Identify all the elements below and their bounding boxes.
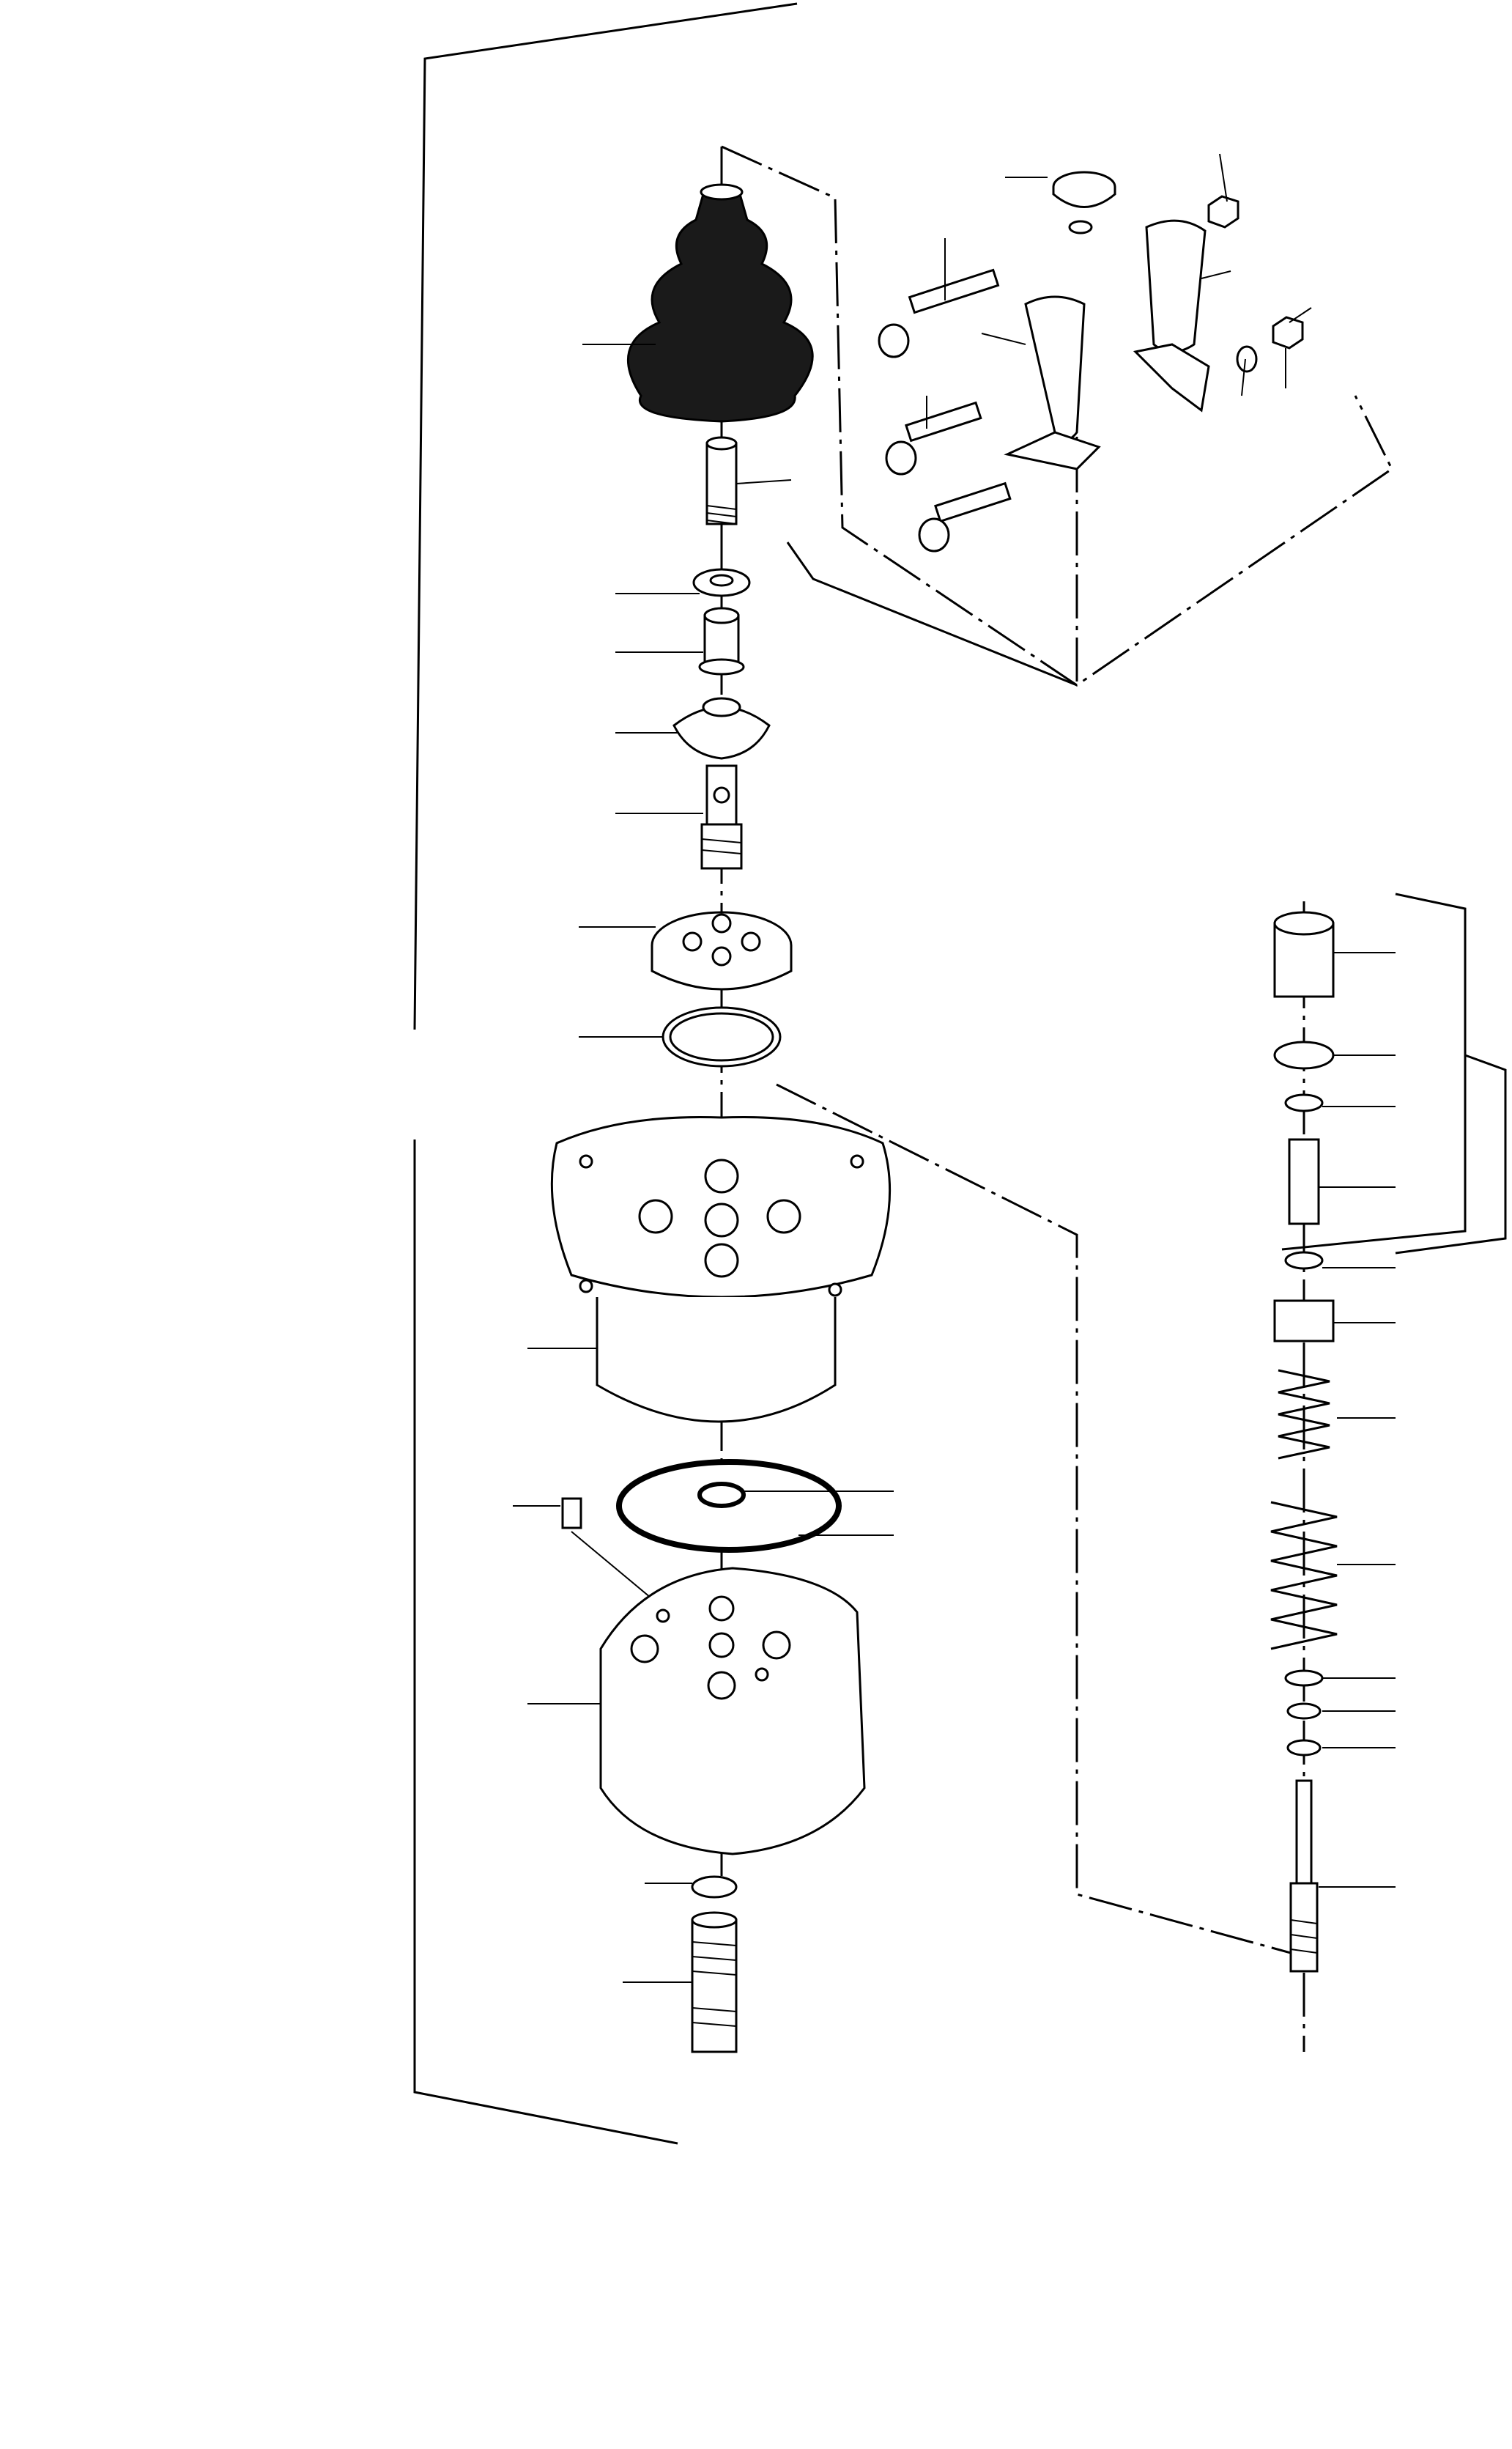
- bushing-icon: [698, 607, 745, 676]
- port-fitting-icon: [691, 1911, 738, 2053]
- cover-flange-icon: [550, 1115, 892, 1423]
- handle-subassembly: [721, 145, 1393, 687]
- spool-callout-line: [776, 1083, 1305, 1958]
- spool-icon: [1289, 1779, 1319, 1973]
- nut-icon: [692, 568, 751, 597]
- cam-plate-icon: [672, 697, 771, 760]
- retainer-plate-icon: [651, 911, 793, 991]
- handle-leader-lines: [926, 153, 1312, 429]
- main-leader-lines: [513, 344, 894, 1983]
- cap-icon: [1052, 171, 1116, 234]
- handle-icon: [1004, 219, 1210, 470]
- dowel-pin-icon: [561, 1497, 660, 1606]
- spool-bracket-arm: [1395, 1054, 1507, 1255]
- screw-icon: [878, 268, 1012, 553]
- nut-icon: [1207, 195, 1304, 373]
- spool-leader-lines: [1319, 952, 1396, 1888]
- rubber-boot-icon: [626, 183, 814, 423]
- universal-joint-icon: [700, 764, 743, 870]
- spool-bracket-upper: [1281, 893, 1467, 1251]
- guide-icon: [1273, 911, 1335, 1342]
- o-ring-icon: [691, 1875, 738, 1899]
- main-assembly-bracket: [413, 2, 798, 2145]
- threaded-pin-icon: [705, 436, 738, 525]
- seal-ring-icon: [697, 1482, 746, 1508]
- valve-body-icon: [599, 1567, 866, 1855]
- o-ring-inner: [669, 1012, 774, 1062]
